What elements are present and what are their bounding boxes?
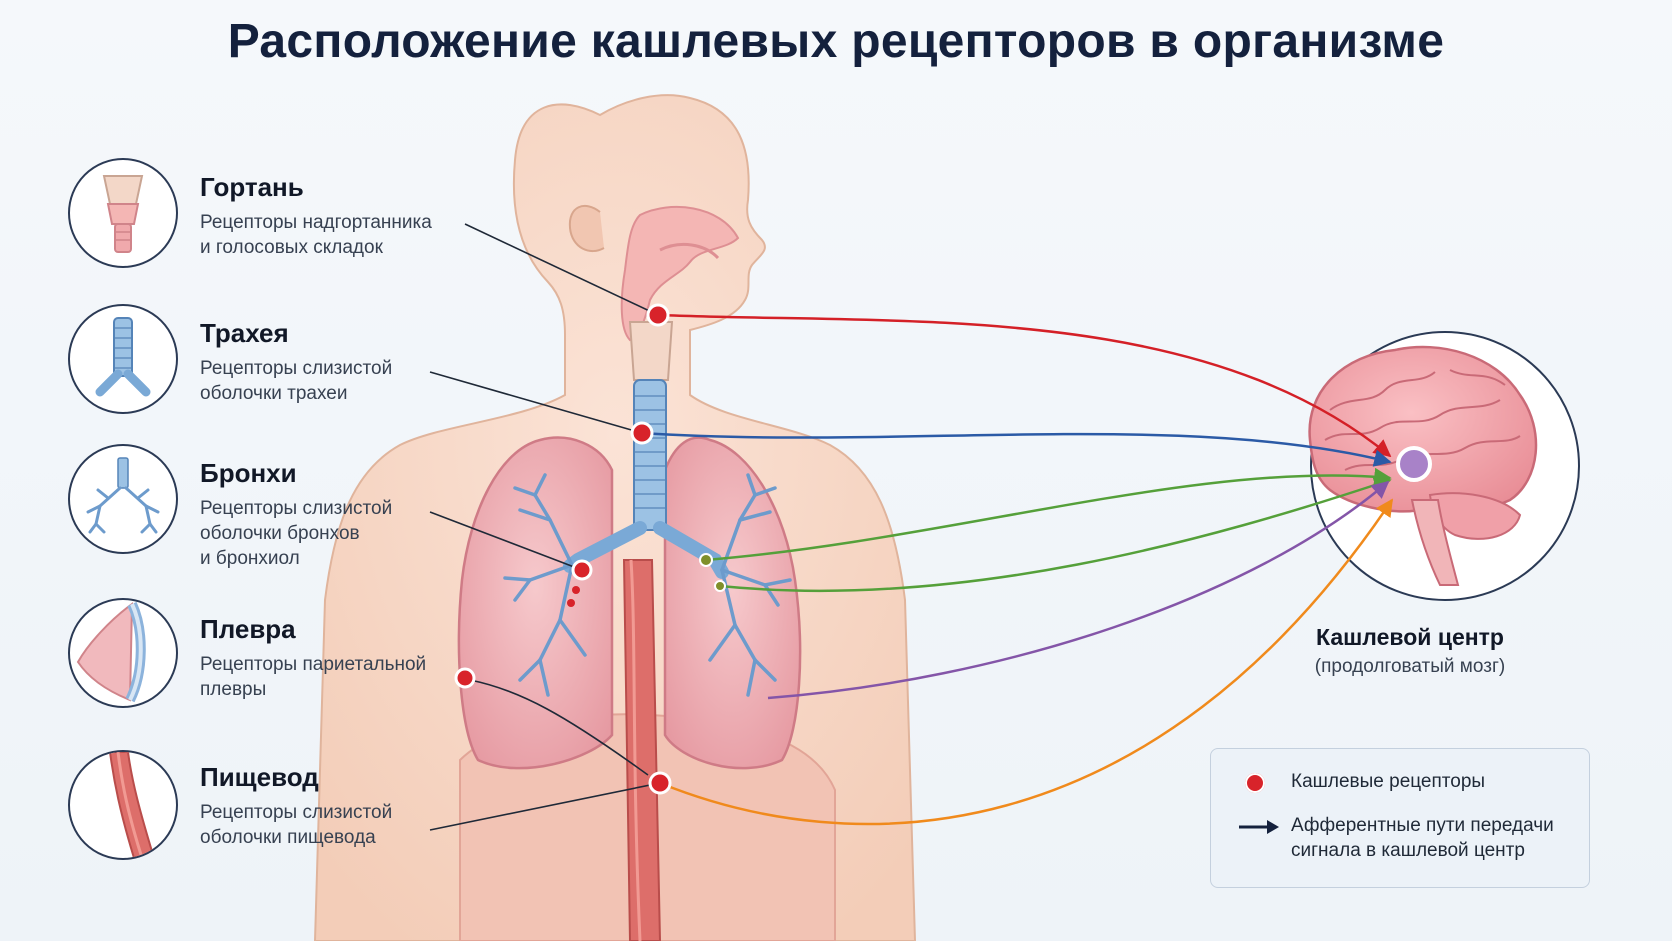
legend-receptors-label: Кашлевые рецепторы [1291,771,1486,792]
page-title: Расположение кашлевых рецепторов в орган… [227,15,1445,68]
receptor-dot-bronchi-left [571,559,593,581]
receptor-dot-bronchi-right-2 [714,580,726,592]
receptor-dot-trachea [630,421,654,445]
receptor-dot-bronchiole-1 [572,586,580,594]
receptor-dot-bronchi-right-1 [699,553,713,567]
receptor-name: Плевра [200,614,296,644]
receptor-name: Трахея [200,318,289,348]
receptor-dot-larynx [646,303,670,327]
receptor-dot-esophagus [648,771,672,795]
receptor-dot-pleura [454,667,476,689]
pathway-larynx [659,313,1392,458]
brain-illustration [1308,331,1580,601]
receptor-dot-bronchiole-2 [567,599,575,607]
receptor-dot-legend-icon [1245,773,1265,793]
cough-center-subtitle: (продолговатый мозг) [1314,656,1506,677]
pathway-esophagus [659,498,1394,826]
pathway-pleura [767,480,1390,700]
pathway-trachea [641,431,1392,467]
arrow-right-icon [1239,820,1279,834]
legend: Кашлевые рецепторы Афферентные пути пере… [1210,748,1590,888]
airway [503,321,792,697]
pathway-bronchi-1 [705,467,1392,562]
esophagus-icon [68,750,178,860]
pathway-bronchi-2 [719,476,1392,593]
afferent-pathways [641,313,1394,826]
receptor-name: Бронхи [200,458,297,488]
trachea-icon [68,304,178,414]
cough-center-title: Кашлевой центр [1316,624,1504,650]
leader-lines [429,223,661,831]
larynx-icon [68,158,178,268]
receptor-dots [454,303,726,795]
bronchi-icon [68,444,178,554]
receptor-name: Гортань [200,172,304,202]
lungs [457,436,802,770]
cough-center-dot [1396,446,1432,482]
receptor-name: Пищевод [200,762,319,792]
pleura-icon [68,598,178,708]
